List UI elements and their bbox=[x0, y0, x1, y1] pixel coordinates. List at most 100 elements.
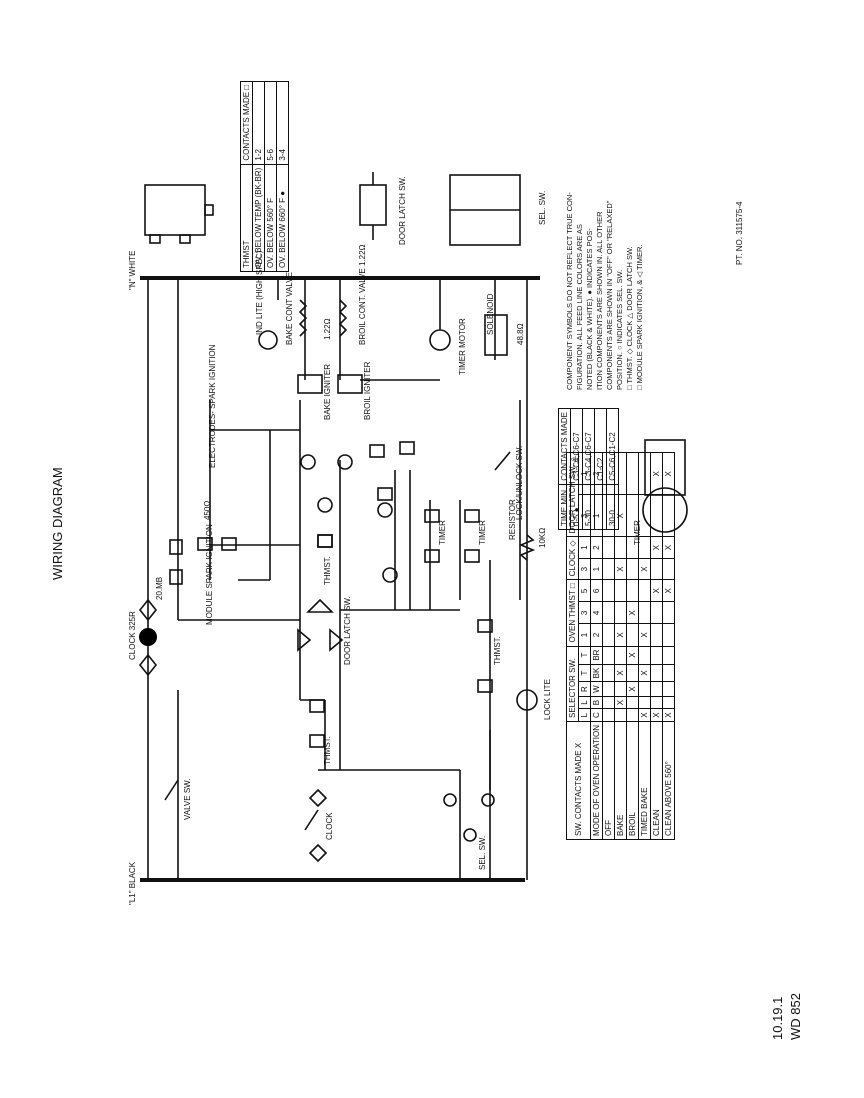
mode-name: BAKE bbox=[614, 721, 627, 840]
contact-mark bbox=[626, 558, 639, 580]
contact-mark bbox=[602, 708, 615, 722]
clock-header: CLOCK ◇ bbox=[566, 536, 579, 580]
contact-mark bbox=[650, 494, 663, 537]
contact-mark bbox=[638, 452, 651, 495]
contact-mark: X bbox=[614, 494, 627, 537]
thmst-label-2: THMST. bbox=[323, 556, 332, 585]
clock-switch: CLOCK bbox=[304, 788, 334, 863]
solenoid-label: SOLENOID bbox=[486, 293, 495, 335]
bake-valve-label: BAKE CONT VALVE bbox=[285, 272, 294, 345]
switch-contacts-table: SW. CONTACTS MADE X SELECTOR SW. OVEN TH… bbox=[566, 452, 675, 840]
contact-mark bbox=[626, 494, 639, 537]
contact-mark bbox=[662, 494, 675, 537]
module-res-label: 20.MB bbox=[155, 577, 164, 600]
contact-mark: X bbox=[662, 579, 675, 602]
selector-connector: SEL. SW. bbox=[449, 174, 547, 246]
contact-mark bbox=[602, 646, 615, 665]
contact-mark bbox=[650, 558, 663, 580]
contact-mark: X bbox=[662, 708, 675, 722]
thmst-label-1: THMST. bbox=[323, 736, 332, 765]
contact-mark: X bbox=[638, 664, 651, 682]
svg-text:□ THMST. ◇ CLOCK △ DOOR LATCH: □ THMST. ◇ CLOCK △ DOOR LATCH SW. bbox=[625, 246, 634, 390]
contact-mark: X bbox=[650, 708, 663, 722]
timer-motor-label: TIMER MOTOR bbox=[458, 318, 467, 375]
doc-code: WD 852 bbox=[788, 993, 803, 1040]
contact-mark: X bbox=[638, 623, 651, 647]
resistor-value: 10KΩ bbox=[538, 528, 547, 548]
contact-mark bbox=[638, 579, 651, 602]
contact-mark bbox=[614, 708, 627, 722]
thermostat-header-1: THMST bbox=[240, 164, 253, 272]
latch-sw-diagram-label: DOOR LATCH SW. bbox=[398, 176, 407, 245]
contact-mark bbox=[662, 681, 675, 697]
contact-mark: X bbox=[650, 452, 663, 495]
contact-mark bbox=[602, 664, 615, 682]
contact-mark bbox=[626, 664, 639, 682]
contact-mark bbox=[650, 646, 663, 665]
mode-name: CLEAN ABOVE 560° bbox=[662, 721, 675, 840]
contact-mark: X bbox=[650, 579, 663, 602]
contact-mark bbox=[614, 601, 627, 624]
clock-sw-label: CLOCK bbox=[325, 812, 334, 840]
contact-mark bbox=[650, 601, 663, 624]
svg-text:COMPONENTS ARE SHOWN IN "OFF": COMPONENTS ARE SHOWN IN "OFF" OR "RELAXE… bbox=[605, 200, 614, 390]
notes: COMPONENT SYMBOLS DO NOT REFLECT TRUE CO… bbox=[565, 192, 644, 390]
thermostat-header-2: CONTACTS MADE □ bbox=[240, 81, 253, 165]
contact-mark bbox=[614, 536, 627, 559]
contact-mark bbox=[662, 601, 675, 624]
contact-mark bbox=[626, 536, 639, 559]
mode-name: BROIL bbox=[626, 721, 639, 840]
contact-mark bbox=[626, 708, 639, 722]
n-label: "N" WHITE bbox=[128, 251, 137, 290]
lock-lite-label: LOCK LITE bbox=[543, 679, 552, 720]
thermostats: THMST. DOOR LATCH SW. THMST. THMST. bbox=[297, 534, 502, 765]
l1-label: "L1" BLACK bbox=[128, 861, 137, 905]
contact-mark: X bbox=[626, 646, 639, 665]
sel-sw-diagram-label: SEL. SW. bbox=[538, 191, 547, 225]
contact-mark bbox=[650, 696, 663, 709]
resistor-label: RESISTOR bbox=[508, 499, 517, 540]
contact-mark bbox=[662, 696, 675, 709]
bake-igniter-label: BAKE IGNITER bbox=[323, 364, 332, 420]
contact-mark bbox=[602, 494, 615, 537]
contact-mark: X bbox=[638, 558, 651, 580]
contact-mark: X bbox=[614, 664, 627, 682]
contact-mark bbox=[614, 646, 627, 665]
clock-motor-label: CLOCK 325R bbox=[128, 611, 137, 660]
thmst-label-3: THMST. bbox=[493, 636, 502, 665]
contact-mark bbox=[626, 452, 639, 495]
svg-text:POSITION. ○ INDICATES SEL. SW.: POSITION. ○ INDICATES SEL. SW. bbox=[615, 270, 624, 390]
timer-diagram-label: TIMER bbox=[633, 520, 642, 545]
svg-text:COMPONENT SYMBOLS DO NOT REFLE: COMPONENT SYMBOLS DO NOT REFLECT TRUE CO… bbox=[565, 192, 574, 390]
contact-mark bbox=[638, 601, 651, 624]
contact-mark bbox=[638, 681, 651, 697]
contact-mark: X bbox=[650, 536, 663, 559]
clock-connector bbox=[144, 184, 214, 244]
contact-mark: X bbox=[626, 601, 639, 624]
sel-header: SELECTOR SW. bbox=[566, 646, 579, 722]
timer-diagram: TIMER bbox=[633, 439, 688, 545]
timer-motor: TIMER MOTOR bbox=[429, 318, 467, 375]
electrodes-label: ELECTRODES- SPARK IGNITION bbox=[208, 344, 217, 468]
contact-mark bbox=[662, 558, 675, 580]
mode-header: MODE OF OVEN OPERATION bbox=[590, 721, 603, 840]
doc-ref: 10.19.1 bbox=[770, 997, 785, 1040]
contact-mark bbox=[626, 623, 639, 647]
mode-name: OFF bbox=[602, 721, 615, 840]
contact-mark bbox=[602, 452, 615, 495]
contact-mark bbox=[602, 601, 615, 624]
thermostat-table: THMST CONTACTS MADE □ OV. BELOW TEMP (BK… bbox=[240, 81, 289, 272]
contact-mark bbox=[638, 536, 651, 559]
timer-label-2: TIMER bbox=[478, 520, 487, 545]
spark-ignition-module: 20.MB MODULE SPARK IGNITION 450Ω ELECTRO… bbox=[155, 344, 237, 625]
part-no: PT. NO. 311575-4 bbox=[735, 201, 744, 265]
contact-mark bbox=[614, 452, 627, 495]
bake-valve-value: 1.22Ω bbox=[323, 318, 332, 340]
contact-mark bbox=[602, 696, 615, 709]
broil-igniter-label: BROIL IGNITER bbox=[363, 361, 372, 420]
